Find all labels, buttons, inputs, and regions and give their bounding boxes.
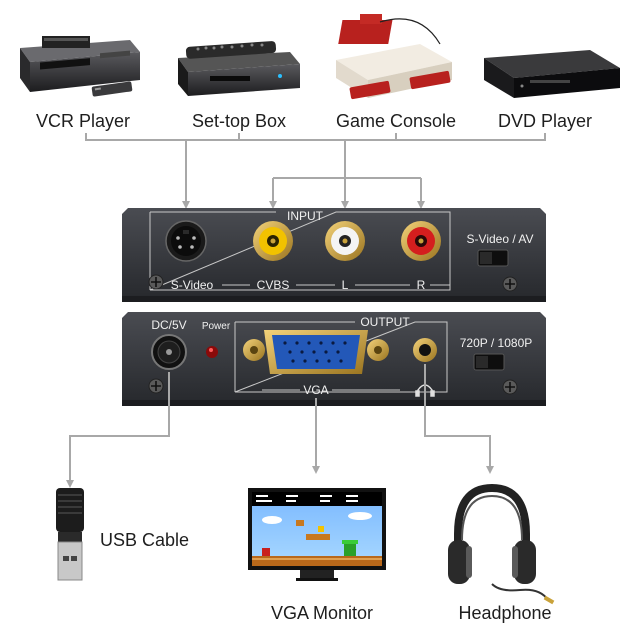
audio-right-label: R [417, 278, 426, 292]
game-console-icon [336, 14, 452, 100]
dc-power-jack-icon [151, 334, 187, 370]
audio-right-rca-port-icon [401, 221, 441, 261]
output-connector-lines [66, 364, 494, 488]
dvd-player-icon [484, 50, 620, 98]
output-title: OUTPUT [360, 315, 410, 329]
vga-label: VGA [303, 383, 328, 397]
audio-out-jack-icon [413, 338, 437, 362]
source-connector-lines [85, 133, 546, 209]
audio-left-rca-port-icon [325, 221, 365, 261]
screw-icon [148, 378, 164, 394]
cvbs-label: CVBS [257, 278, 290, 292]
resolution-switch-label: 720P / 1080P [460, 336, 533, 350]
vga-monitor-icon [248, 488, 386, 581]
svideo-port-icon [165, 220, 207, 262]
set-top-box-icon [178, 41, 300, 96]
resolution-switch[interactable] [473, 353, 505, 371]
screw-icon [502, 276, 518, 292]
power-led-icon [206, 346, 218, 358]
screw-icon [502, 379, 518, 395]
svideo-av-switch[interactable] [477, 249, 509, 267]
audio-left-label: L [342, 278, 349, 292]
headphone-label: Headphone [458, 603, 551, 623]
svideo-av-switch-label: S-Video / AV [467, 232, 534, 246]
vcr-player-icon [20, 36, 140, 97]
dvd-player-label: DVD Player [498, 111, 592, 131]
headphone-icon [448, 483, 555, 605]
power-label: Power [202, 321, 231, 332]
vga-monitor-label: VGA Monitor [271, 603, 373, 623]
screw-icon [148, 274, 164, 290]
usb-cable-icon [56, 488, 84, 581]
dc-5v-label: DC/5V [151, 318, 186, 332]
vga-port-icon [243, 330, 389, 374]
input-title: INPUT [287, 209, 324, 223]
usb-cable-label: USB Cable [100, 530, 189, 550]
set-top-box-label: Set-top Box [192, 111, 286, 131]
vcr-player-label: VCR Player [36, 111, 130, 131]
game-console-label: Game Console [336, 111, 456, 131]
cvbs-rca-port-icon [253, 221, 293, 261]
svideo-label: S-Video [171, 278, 214, 292]
